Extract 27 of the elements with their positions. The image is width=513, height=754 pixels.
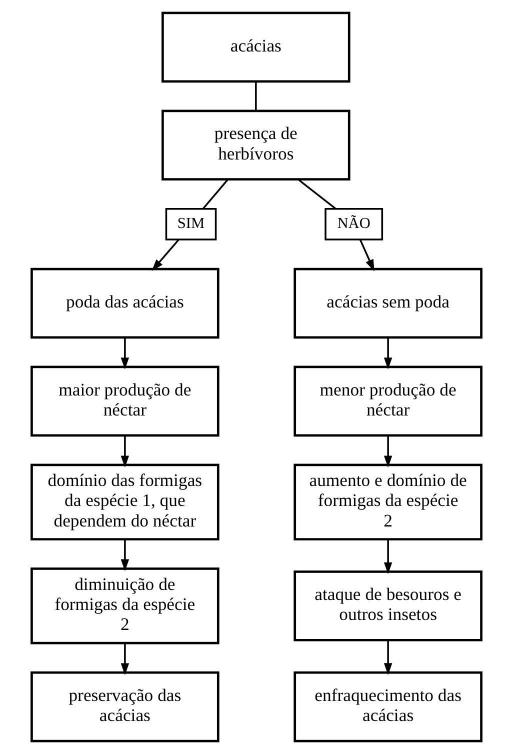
node-box: enfraquecimento das acácias bbox=[294, 671, 482, 742]
node-box: ataque de besouros e outros insetos bbox=[294, 570, 482, 642]
arrow bbox=[152, 239, 180, 271]
node-box: acácias sem poda bbox=[294, 268, 482, 339]
node-box: maior produção de néctar bbox=[30, 366, 220, 437]
arrow bbox=[120, 643, 130, 676]
node-box: domínio das formigas da espécie 1, que dependem do néctar bbox=[30, 464, 220, 540]
arrow bbox=[120, 436, 130, 468]
arrow bbox=[384, 436, 392, 468]
connector bbox=[202, 179, 228, 210]
node-box: acácias bbox=[162, 12, 350, 83]
connector bbox=[298, 179, 336, 210]
node-box: poda das acácias bbox=[30, 268, 220, 339]
arrow bbox=[384, 640, 392, 675]
node-box: aumento e domínio de formigas da espécie 2 bbox=[294, 464, 482, 540]
node-box: preservação das acácias bbox=[30, 671, 220, 742]
arrow bbox=[384, 539, 392, 574]
node-box: presença de herbívoros bbox=[162, 110, 350, 181]
arrow bbox=[384, 338, 392, 370]
node-box: diminuição de formigas da espécie 2 bbox=[30, 568, 220, 644]
node-box: NÃO bbox=[324, 208, 384, 240]
node-box: SIM bbox=[165, 208, 217, 240]
arrow bbox=[120, 338, 130, 370]
connector bbox=[255, 82, 257, 111]
arrow bbox=[359, 239, 374, 272]
node-box: menor produção de néctar bbox=[294, 366, 482, 437]
arrow bbox=[120, 539, 130, 572]
